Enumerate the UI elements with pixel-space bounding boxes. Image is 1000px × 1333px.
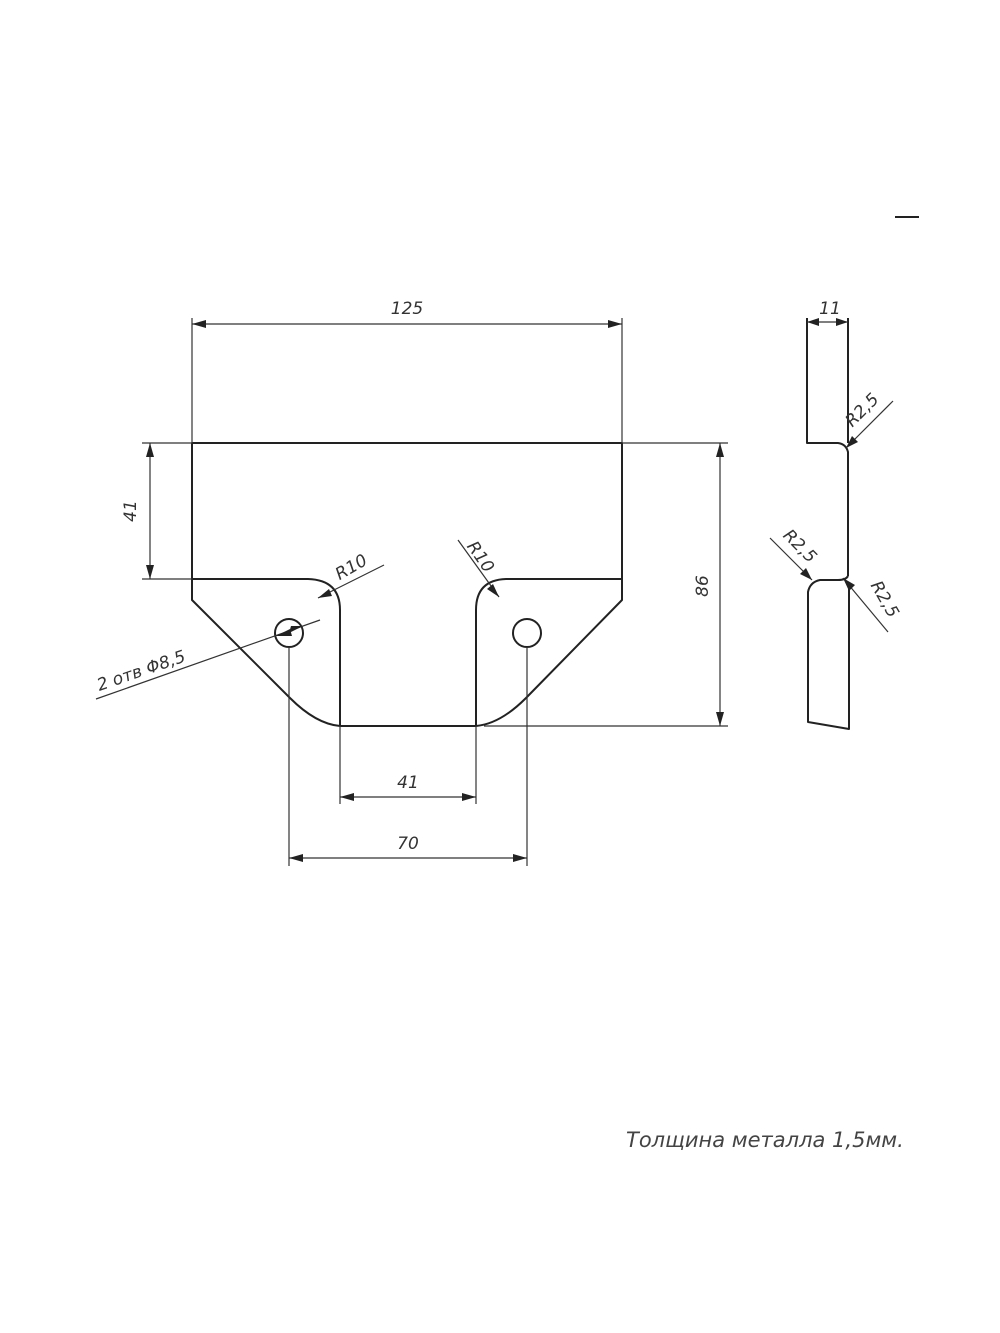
dim-41-vertical: 41	[121, 500, 141, 522]
side-view: 11 R2,5 R2,5 R2,5	[769, 299, 903, 730]
radius-r10-left: R10	[332, 551, 371, 585]
radius-r2-5-mid-left: R2,5	[779, 526, 821, 568]
dim-125: 125	[391, 299, 423, 319]
radius-r10-right: R10	[462, 538, 498, 577]
dim-70: 70	[397, 834, 419, 854]
dim-41-slot: 41	[397, 773, 419, 793]
dim-11: 11	[819, 299, 841, 319]
side-lower-outline	[807, 575, 850, 730]
dim-86: 86	[693, 575, 713, 597]
hole-right	[512, 618, 542, 648]
plate-outline	[191, 442, 623, 727]
slot-outline	[192, 578, 622, 726]
side-upper-outline	[806, 318, 849, 576]
radius-r2-5-mid-right: R2,5	[866, 578, 903, 622]
metal-thickness-note: Толщина металла 1,5мм.	[626, 1128, 904, 1152]
front-view: 125 41 86 41 70 R10	[94, 299, 728, 866]
